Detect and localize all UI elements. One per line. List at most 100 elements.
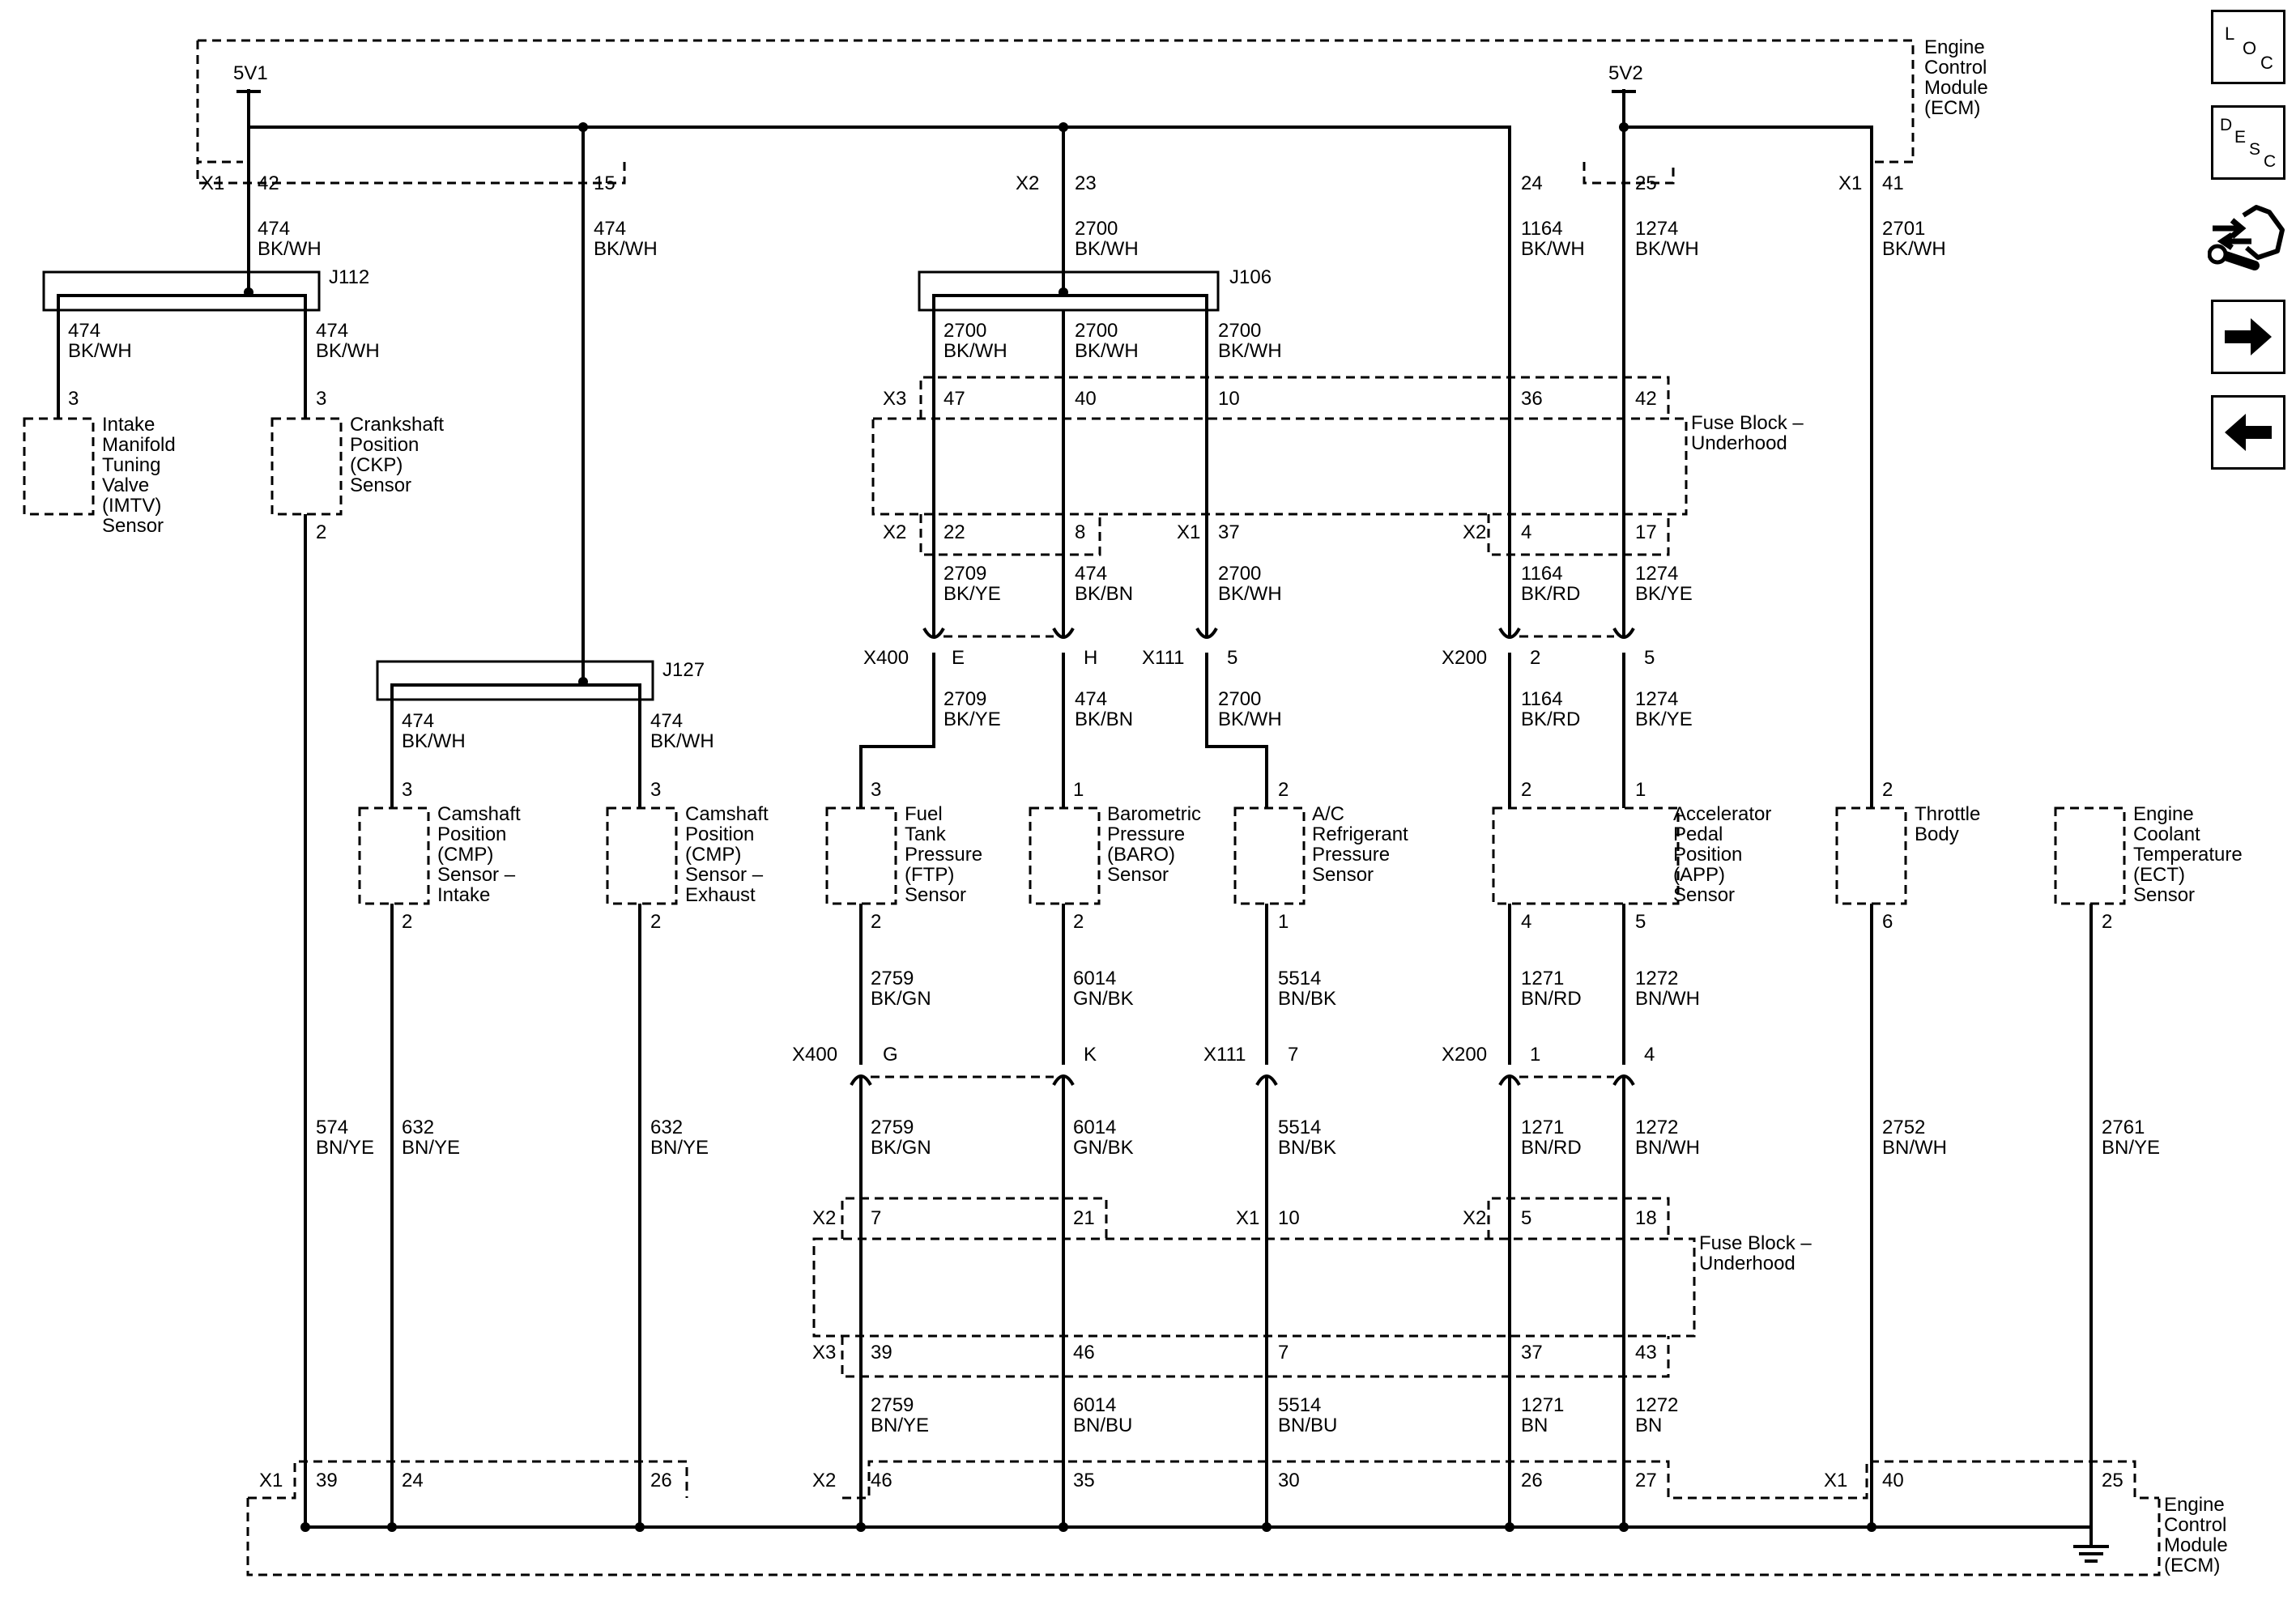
svg-text:42: 42 [1635,388,1657,410]
svg-text:2709: 2709 [944,563,986,585]
svg-text:1164: 1164 [1521,688,1563,710]
svg-text:BK/GN: BK/GN [871,988,931,1010]
svg-text:Crankshaft: Crankshaft [350,414,444,436]
svg-text:15: 15 [594,172,616,194]
svg-text:Sensor: Sensor [350,474,411,496]
svg-text:2759: 2759 [871,1117,914,1138]
svg-text:1271: 1271 [1521,1117,1564,1138]
svg-text:BK/WH: BK/WH [1635,238,1699,260]
supply-5v2-label: 5V2 [1608,62,1643,84]
wire-labels-j127: 474 BK/WH 474 BK/WH [402,710,714,752]
svg-text:BN/RD: BN/RD [1521,988,1582,1010]
svg-text:574: 574 [316,1117,348,1138]
next-page-button[interactable] [2211,300,2285,374]
svg-text:5: 5 [1644,647,1655,669]
inline-connectors-upper [922,620,1635,639]
svg-text:2700: 2700 [1218,320,1261,342]
svg-text:8: 8 [1075,521,1085,543]
splice-pack-j106 [918,270,1220,312]
svg-text:BK/BN: BK/BN [1075,708,1133,730]
svg-text:Sensor: Sensor [102,515,164,537]
svg-text:Exhaust: Exhaust [685,884,756,906]
svg-text:(APP): (APP) [1673,864,1725,886]
svg-text:L: L [2225,23,2234,44]
svg-text:(FTP): (FTP) [905,864,954,886]
svg-text:BN/BK: BN/BK [1278,1137,1336,1159]
svg-text:474: 474 [316,320,348,342]
svg-text:BK/WH: BK/WH [258,238,322,260]
svg-text:BK/WH: BK/WH [1075,238,1139,260]
svg-text:(ECT): (ECT) [2133,864,2185,886]
svg-text:Refrigerant: Refrigerant [1312,823,1408,845]
svg-text:1272: 1272 [1635,1394,1678,1416]
svg-text:7: 7 [1278,1342,1289,1364]
desc-button[interactable]: D E S C [2211,105,2285,180]
svg-text:2700: 2700 [1218,563,1261,585]
connector-wrench-button[interactable] [2207,201,2289,279]
svg-text:X400: X400 [792,1044,837,1066]
svg-text:Intake: Intake [437,884,490,906]
svg-text:Tuning: Tuning [102,454,161,476]
svg-text:Engine: Engine [1924,36,1985,58]
svg-text:BK/WH: BK/WH [650,730,714,752]
imtv-sensor-box [23,417,95,516]
svg-text:BN/BK: BN/BK [1278,988,1336,1010]
svg-text:X111: X111 [1142,647,1185,669]
svg-text:Sensor: Sensor [1312,864,1374,886]
svg-text:10: 10 [1218,388,1240,410]
svg-text:Control: Control [1924,57,1987,79]
svg-text:474: 474 [594,218,626,240]
cmp-exhaust-sensor-box [606,806,678,905]
svg-text:25: 25 [2102,1470,2123,1491]
svg-text:1274: 1274 [1635,563,1678,585]
svg-text:3: 3 [68,388,79,410]
svg-text:Pressure: Pressure [905,844,982,866]
svg-text:Throttle: Throttle [1915,803,1980,825]
imtv-sensor-label: Intake Manifold Tuning Valve (IMTV) Sens… [102,414,176,537]
svg-text:BN/YE: BN/YE [871,1415,929,1436]
svg-text:X1: X1 [1838,172,1862,194]
ecm-top-title: Engine Control Module (ECM) [1924,36,1988,119]
splice-pack-j112 [42,270,321,312]
throttle-body-box [1835,806,1907,905]
svg-text:BN/BU: BN/BU [1073,1415,1132,1436]
svg-text:17: 17 [1635,521,1657,543]
svg-text:X1: X1 [1824,1470,1847,1491]
svg-text:26: 26 [1521,1470,1543,1491]
svg-text:474: 474 [402,710,434,732]
wire-labels-top: 474 BK/WH 474 BK/WH 2700 BK/WH 1164 BK/W… [258,218,1946,260]
svg-text:BN/WH: BN/WH [1635,988,1700,1010]
loc-button[interactable]: L O C [2211,10,2285,84]
svg-text:Temperature: Temperature [2133,844,2243,866]
svg-text:GN/BK: GN/BK [1073,1137,1134,1159]
svg-text:2761: 2761 [2102,1117,2145,1138]
ftp-sensor-label: Fuel Tank Pressure (FTP) Sensor [905,803,982,906]
svg-text:BK/BN: BK/BN [1075,583,1133,605]
svg-text:Control: Control [2164,1514,2226,1536]
ect-sensor-box [2054,806,2126,905]
svg-text:X1: X1 [1236,1207,1259,1229]
svg-text:1: 1 [1278,911,1289,933]
svg-text:(ECM): (ECM) [2164,1555,2220,1576]
previous-page-button[interactable] [2211,395,2285,470]
wire-labels-j106: 2700 BK/WH 2700 BK/WH 2700 BK/WH [944,320,1282,362]
svg-text:X2: X2 [883,521,906,543]
svg-text:42: 42 [258,172,279,194]
fuse-block-top-title: Fuse Block – Underhood [1691,412,1804,454]
svg-text:35: 35 [1073,1470,1095,1491]
svg-text:Body: Body [1915,823,1959,845]
arrow-right-icon [2225,318,2272,355]
svg-text:1164: 1164 [1521,218,1563,240]
svg-text:4: 4 [1644,1044,1655,1066]
svg-text:30: 30 [1278,1470,1300,1491]
svg-text:BK/WH: BK/WH [68,340,132,362]
svg-text:BN/YE: BN/YE [316,1137,374,1159]
svg-text:40: 40 [1882,1470,1904,1491]
svg-text:Sensor –: Sensor – [685,864,764,886]
splice-pack-j127 [376,660,654,701]
svg-text:Camshaft: Camshaft [437,803,521,825]
ecm-top-pins: X1 42 15 X2 23 24 25 X1 41 [201,172,1904,194]
svg-text:1272: 1272 [1635,1117,1678,1138]
svg-text:Pressure: Pressure [1107,823,1185,845]
